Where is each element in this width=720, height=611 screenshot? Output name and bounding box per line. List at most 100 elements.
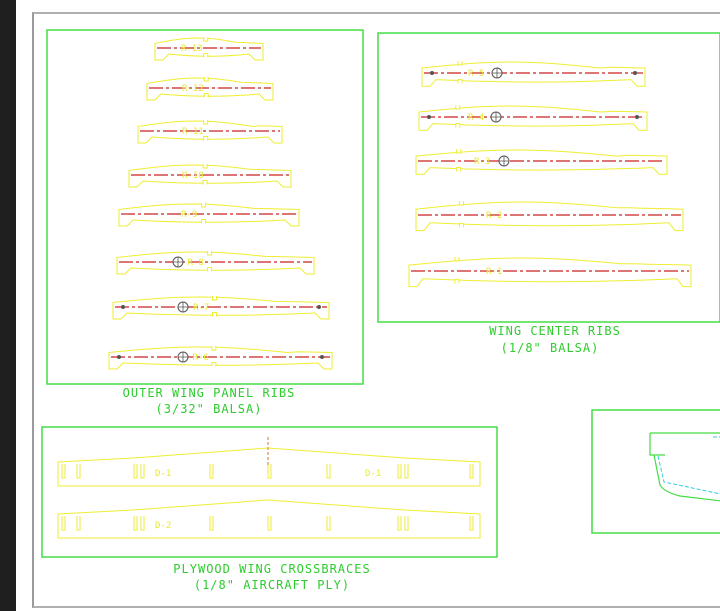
spar-notch — [211, 346, 217, 367]
spar-notch — [203, 120, 209, 141]
crossbraces-frame — [41, 426, 498, 558]
spar-notch — [455, 105, 461, 128]
rib-label: R-9 — [181, 210, 197, 220]
crossbrace-outline — [57, 499, 481, 539]
rib-label: R-8 — [188, 258, 204, 268]
outer-ribs-frame — [46, 29, 364, 385]
rib-slot — [469, 464, 474, 479]
rib-label: R-11 — [182, 127, 204, 137]
alignment-dot — [633, 71, 637, 75]
rib-slot — [76, 516, 81, 531]
spar-notch — [203, 77, 209, 98]
rib-slot — [133, 464, 138, 479]
rib-outline — [112, 296, 330, 320]
rib-label: R-12 — [182, 84, 204, 94]
rib-outline — [118, 203, 300, 227]
rib-slot — [140, 516, 145, 531]
hole-crosshair — [491, 112, 501, 122]
spar-notch — [458, 201, 464, 228]
alignment-dot — [320, 355, 324, 359]
center-ribs-caption: WING CENTER RIBS — [489, 324, 621, 338]
rib-slot — [404, 464, 409, 479]
crossbraces-caption: PLYWOOD WING CROSSBRACES — [173, 562, 370, 576]
rib-slot — [209, 516, 214, 531]
alignment-dot — [430, 71, 434, 75]
crossbrace: D-2 — [57, 499, 481, 539]
rib-outline — [146, 77, 274, 101]
rib-label: R-6 — [193, 353, 209, 363]
alignment-dot — [317, 305, 321, 309]
center-ribs-frame — [377, 32, 720, 323]
rib-slot — [267, 516, 272, 531]
rib-slot — [397, 464, 402, 479]
rib-outline — [408, 257, 692, 288]
outer-ribs-material: (3/32" BALSA) — [156, 402, 263, 416]
rib-slot — [397, 516, 402, 531]
rib-label: R-3 — [474, 157, 490, 167]
crossbrace-outline — [57, 447, 481, 487]
spar-notch — [207, 251, 213, 272]
hole-crosshair — [492, 68, 502, 78]
center-ribs-material: (1/8" BALSA) — [501, 341, 600, 355]
partial-detail-frame — [591, 409, 720, 534]
crossbrace-label: D-2 — [155, 521, 171, 531]
hole-crosshair — [173, 257, 183, 267]
rib-outline — [128, 164, 292, 188]
rib-label: R-7 — [193, 303, 209, 313]
rib-outline — [415, 201, 684, 232]
rib-outline — [116, 251, 315, 275]
rib-r-5: R-5 — [421, 60, 646, 87]
spar-notch — [212, 296, 218, 317]
rib-label: R-4 — [468, 113, 484, 123]
rib-r-10: R-10 — [128, 163, 292, 188]
spar-notch — [203, 37, 209, 58]
hole-crosshair — [178, 352, 188, 362]
rib-r-9: R-9 — [118, 202, 300, 227]
rib-r-7: R-7 — [112, 295, 330, 320]
crossbraces-material: (1/8" AIRCRAFT PLY) — [194, 578, 350, 592]
crossbrace-label: D-1 — [155, 469, 171, 479]
rib-label: R-5 — [468, 69, 484, 79]
rib-slot — [61, 516, 66, 531]
rib-slot — [469, 516, 474, 531]
rib-label: R-10 — [182, 171, 204, 181]
drawing-sheet — [32, 12, 720, 608]
rib-r-8: R-8 — [116, 250, 315, 275]
rib-outline — [137, 120, 283, 144]
rib-r-6: R-6 — [108, 345, 333, 370]
outer-ribs-caption: OUTER WING PANEL RIBS — [123, 386, 296, 400]
rib-outline — [108, 346, 333, 370]
rib-label: R-2 — [486, 211, 502, 221]
rib-outline — [421, 61, 646, 87]
rib-slot — [326, 516, 331, 531]
rib-label: R-13 — [181, 44, 203, 54]
rib-r-13: R-13 — [154, 36, 264, 61]
hole-crosshair — [499, 156, 509, 166]
partial-detail-part — [649, 432, 720, 502]
hole-crosshair — [178, 302, 188, 312]
alignment-dot — [121, 305, 125, 309]
rib-r-11: R-11 — [137, 119, 283, 144]
alignment-dot — [117, 355, 121, 359]
crossbrace: D-1 D-1 — [57, 447, 481, 487]
rib-outline — [418, 105, 648, 131]
rib-slot — [133, 516, 138, 531]
rib-r-1: R-1 — [408, 256, 692, 288]
rib-slot — [209, 464, 214, 479]
rib-label: R-1 — [486, 267, 502, 277]
crossbrace-label: D-1 — [365, 469, 381, 479]
spar-notch — [201, 203, 207, 224]
rib-outline — [415, 149, 668, 175]
spar-notch — [457, 61, 463, 84]
rib-slot — [76, 464, 81, 479]
rib-r-3: R-3 — [415, 148, 668, 175]
rib-slot — [267, 464, 272, 479]
rib-slot — [326, 464, 331, 479]
rib-slot — [140, 464, 145, 479]
alignment-dot — [427, 115, 431, 119]
rib-slot — [404, 516, 409, 531]
rib-outline — [154, 37, 264, 61]
left-dark-strip — [0, 0, 16, 611]
alignment-dot — [635, 115, 639, 119]
